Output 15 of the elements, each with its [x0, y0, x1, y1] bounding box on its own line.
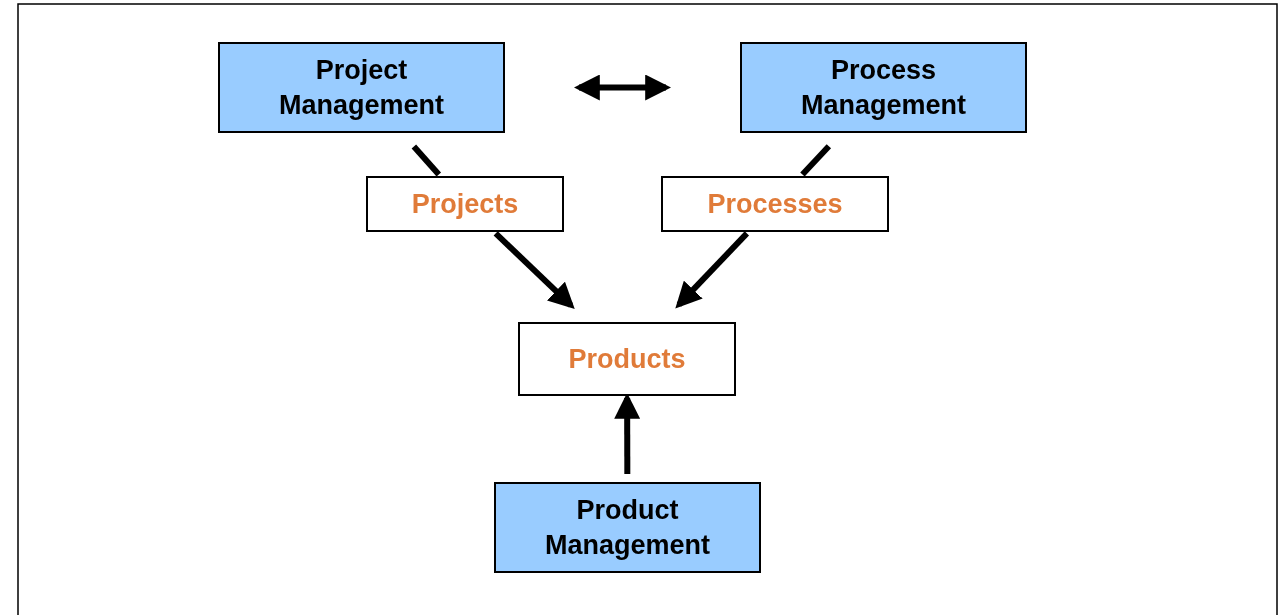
process-box: [218, 42, 505, 133]
process-box: [494, 482, 761, 573]
box-label: Process Management: [799, 53, 967, 122]
box-label: Products: [568, 343, 686, 375]
output-box: [661, 176, 889, 232]
box-label: Project Management: [277, 53, 445, 122]
output-box: [518, 322, 736, 396]
box-label: Processes: [707, 188, 843, 220]
arrow: [493, 231, 575, 309]
box-label: Product Management: [543, 493, 711, 562]
output-box: [366, 176, 564, 232]
process-box: [740, 42, 1027, 133]
box-label: Projects: [411, 188, 519, 220]
arrow: [573, 74, 672, 101]
arrow: [675, 231, 750, 309]
